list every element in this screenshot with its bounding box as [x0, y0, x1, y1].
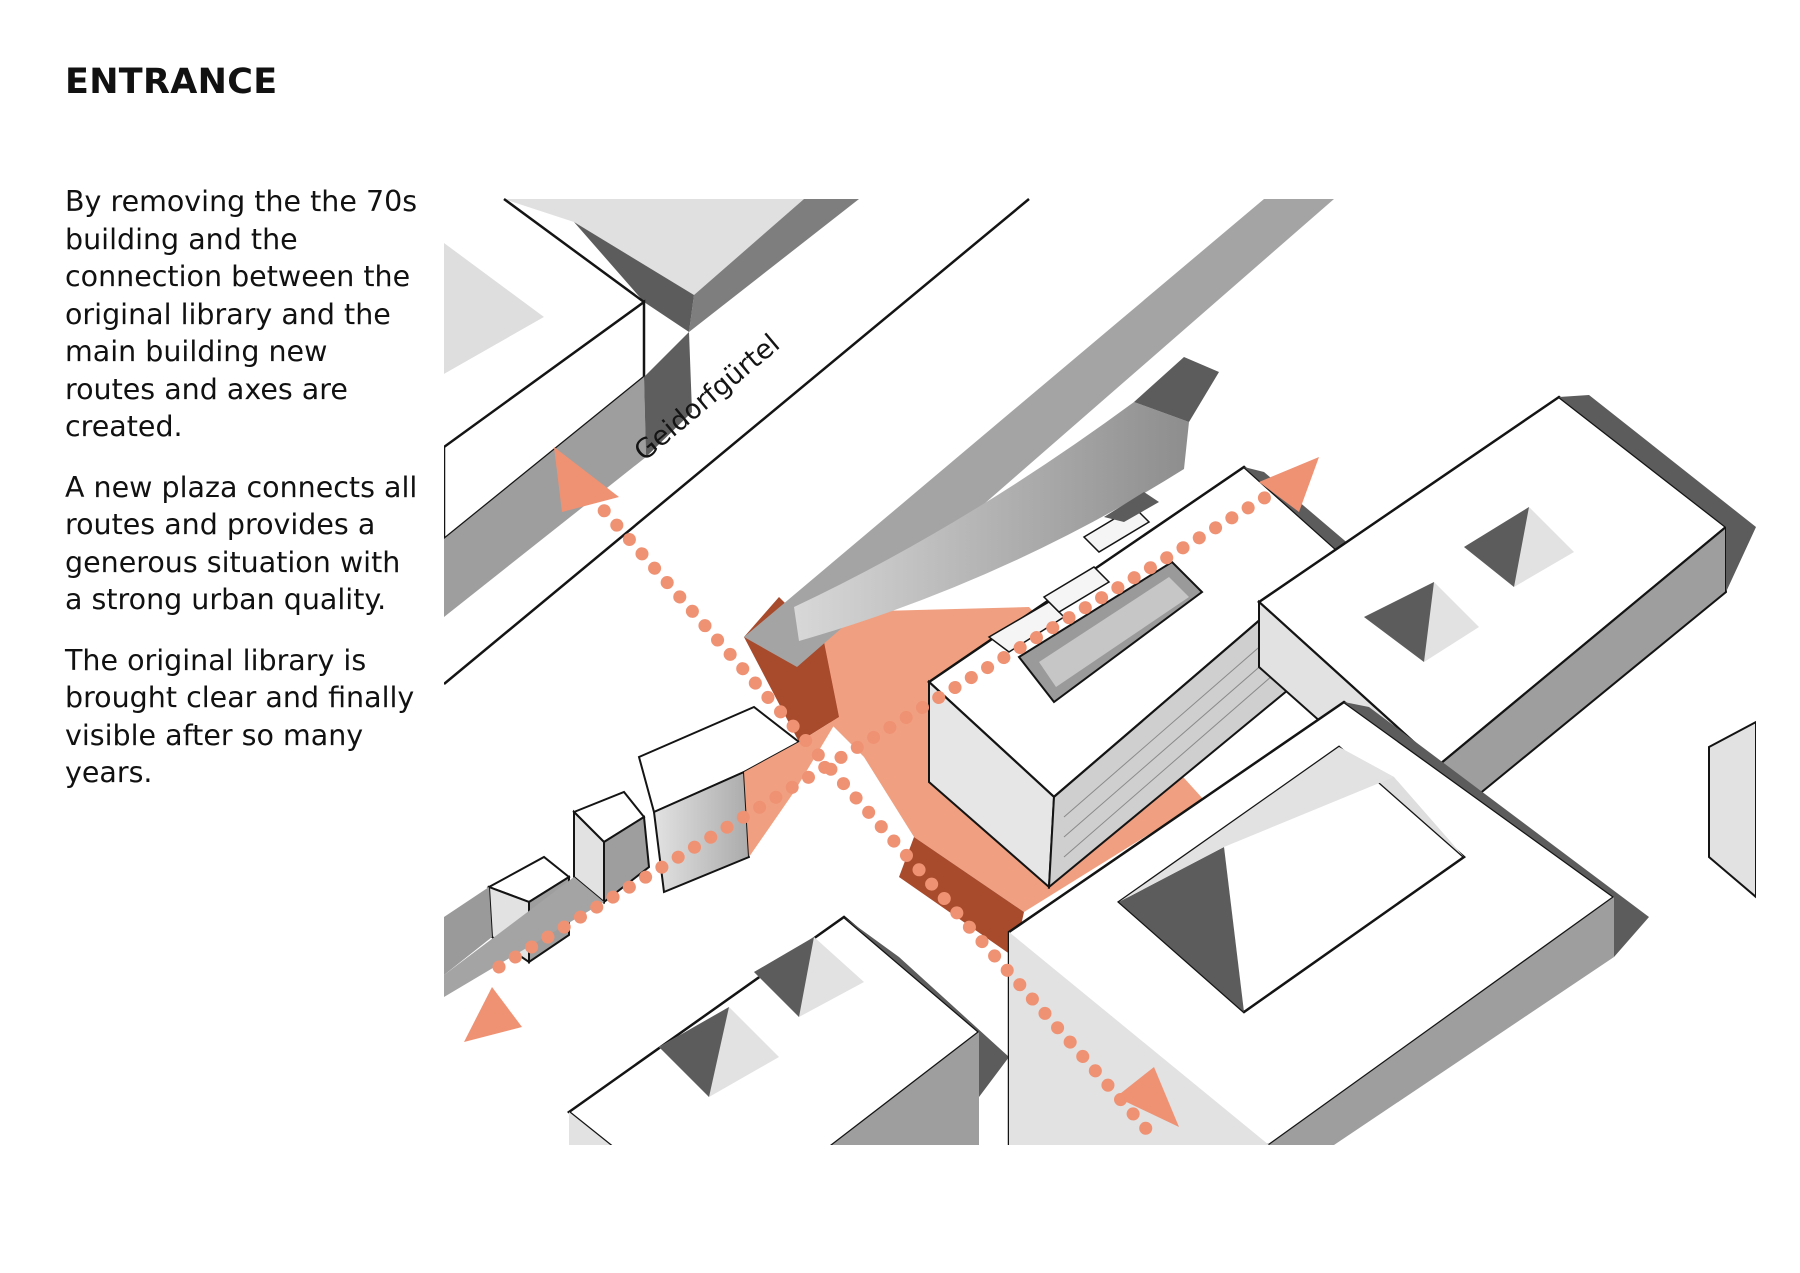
curved-street-building — [744, 199, 1334, 667]
street-lines — [444, 198, 1030, 685]
block-bottom-left — [566, 915, 1009, 1145]
description-text: By removing the the 70s building and the… — [65, 183, 425, 815]
arrow-head-north-west — [554, 447, 619, 512]
block-top-right — [1256, 395, 1756, 899]
paragraph-library: The original library is brought clear an… — [65, 643, 415, 790]
paragraph-routes: By removing the the 70s building and the… — [65, 185, 418, 443]
page-title: ENTRANCE — [65, 62, 278, 102]
paragraph-plaza: A new plaza connects all routes and prov… — [65, 470, 418, 617]
original-library — [444, 705, 839, 997]
route-arrows — [464, 447, 1319, 1139]
block-bottom-right — [1007, 700, 1649, 1145]
arrow-head-south-west — [464, 987, 522, 1042]
arrow-head-south-east — [1116, 1067, 1179, 1127]
axonometric-site-diagram: Geidorfgürtel — [444, 197, 1756, 1145]
arrow-head-north-east — [1259, 457, 1319, 512]
block-top-left — [444, 197, 859, 617]
